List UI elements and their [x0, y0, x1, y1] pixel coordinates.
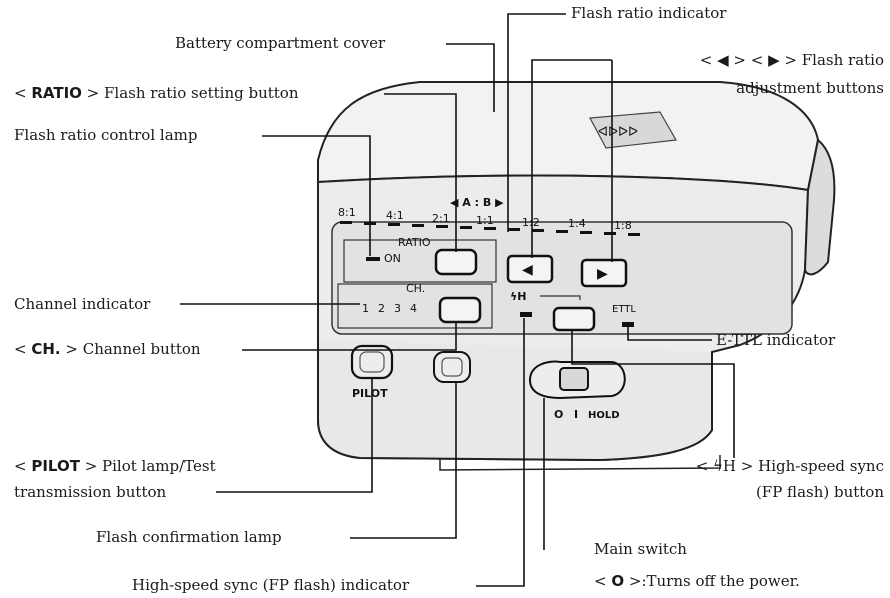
ratio-lamp-5: [436, 225, 448, 228]
ratio-lamp-7: [484, 227, 496, 230]
ratio-2-1: 2:1: [432, 212, 450, 225]
label-control-lamp: Flash ratio control lamp: [14, 126, 198, 144]
hs-button[interactable]: [552, 306, 596, 332]
label-ratio-button: < RATIO > Flash ratio setting button: [14, 84, 299, 102]
ratio-lamp-13: [628, 233, 640, 236]
ratio-scale: ◀ A : B ▶ 8:1 4:1 2:1 1:1 1:2 1:4 1:8: [338, 196, 640, 236]
right-arrow-icon: ▶: [597, 266, 608, 282]
switch-hold: HOLD: [588, 410, 620, 421]
ratio-lamp-6: [460, 226, 472, 229]
label-pilot-button-2: transmission button: [14, 483, 167, 501]
label-channel-indicator: Channel indicator: [14, 295, 151, 313]
channel-2: 2: [378, 302, 385, 315]
ratio-lamp-4: [412, 224, 424, 227]
ch-panel-label: CH.: [406, 282, 425, 295]
on-label: ON: [384, 252, 401, 265]
label-flash-ratio-indicator: Flash ratio indicator: [571, 4, 727, 22]
ratio-button[interactable]: [434, 248, 478, 276]
ratio-lamp-3: [388, 223, 400, 226]
ratio-4-1: 4:1: [386, 209, 404, 222]
ratio-lamp-8: [508, 228, 520, 231]
label-adjust-buttons-1: < ◀ > < ▶ > Flash ratio: [699, 51, 884, 69]
switch-off: O: [554, 408, 563, 421]
ratio-lamp-11: [580, 231, 592, 234]
ab-mark: ◀ A : B ▶: [450, 196, 504, 209]
channel-1: 1: [362, 302, 369, 315]
ettl-lamp: [622, 322, 634, 327]
battery-cover-mark: ᐊᐅᐅᐅ: [598, 125, 638, 140]
label-hs-button-1: < ϟH > High-speed sync: [695, 457, 884, 475]
ratio-1-8: 1:8: [614, 219, 632, 232]
ratio-8-1: 8:1: [338, 206, 356, 219]
label-channel-button: < CH. > Channel button: [14, 340, 201, 358]
channel-4: 4: [410, 302, 417, 315]
label-ettl-indicator: E-TTL indicator: [716, 331, 836, 349]
label-hs-indicator: High-speed sync (FP flash) indicator: [132, 576, 410, 594]
right-arrow-button[interactable]: [580, 258, 628, 288]
ratio-1-4: 1:4: [568, 217, 586, 230]
ratio-1-1: 1:1: [476, 214, 494, 227]
ratio-panel-label: RATIO: [398, 236, 431, 249]
leader-lines: [180, 13, 735, 587]
ratio-lamp-12: [604, 232, 616, 235]
ratio-1-2: 1:2: [522, 216, 540, 229]
switch-on: I: [574, 408, 578, 421]
ettl-label: ETTL: [612, 304, 636, 315]
label-power-off: < O >:Turns off the power.: [594, 572, 800, 590]
ratio-lamp-1: [340, 221, 352, 224]
channel-3: 3: [394, 302, 401, 315]
main-switch[interactable]: [559, 367, 589, 391]
label-battery-cover: Battery compartment cover: [175, 34, 386, 52]
label-main-switch: Main switch: [594, 540, 687, 558]
ratio-lamp-10: [556, 230, 568, 233]
channel-button[interactable]: [438, 296, 482, 324]
label-pilot-button: < PILOT > Pilot lamp/Test: [14, 457, 216, 475]
left-arrow-icon: ◀: [522, 262, 533, 278]
control-lamp: [366, 257, 380, 261]
pilot-label: PILOT: [352, 387, 388, 400]
channel-panel: CH. 1 2 3 4: [337, 282, 493, 329]
hs-mark: ϟH: [510, 290, 526, 303]
hs-indicator-lamp: [520, 312, 532, 317]
left-arrow-button[interactable]: [506, 254, 554, 284]
label-hs-button-2: (FP flash) button: [755, 483, 884, 501]
ratio-panel: RATIO ON: [343, 236, 497, 283]
label-adjust-buttons-2: adjustment buttons: [736, 79, 884, 97]
label-confirmation-lamp: Flash confirmation lamp: [96, 528, 282, 546]
flash-confirmation-lamp: [433, 351, 471, 383]
ratio-lamp-9: [532, 229, 544, 232]
